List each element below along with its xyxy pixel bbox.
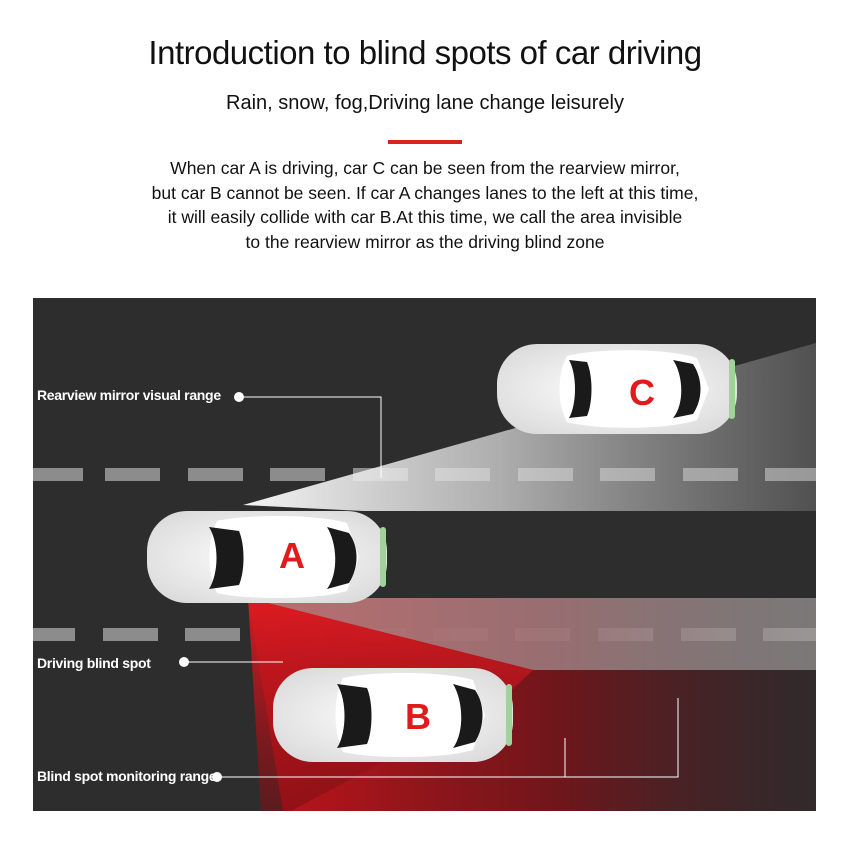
label-rearview-range: Rearview mirror visual range	[37, 387, 221, 403]
page-subtitle: Rain, snow, fog,Driving lane change leis…	[226, 92, 624, 114]
label-blind-spot: Driving blind spot	[37, 655, 151, 671]
description-line: When car A is driving, car C can be seen…	[170, 158, 680, 178]
car-a	[147, 511, 387, 603]
description-line: but car B cannot be seen. If car A chang…	[151, 182, 699, 203]
label-marker	[212, 772, 222, 782]
monitoring-upper-highlight	[248, 598, 816, 670]
car-c-letter: C	[629, 372, 655, 413]
car-c	[497, 344, 737, 434]
description-line: it will easily collide with car B.At thi…	[167, 207, 683, 227]
leader-lines	[188, 396, 679, 778]
title-divider	[388, 140, 462, 144]
label-marker	[234, 392, 244, 402]
label-monitoring-range: Blind spot monitoring range	[37, 768, 217, 784]
description-line: to the rearview mirror as the driving bl…	[245, 231, 605, 252]
road-scene	[33, 298, 816, 811]
label-marker	[179, 657, 189, 667]
blind-spot-diagram: Rearview mirror visual range Driving bli…	[33, 298, 816, 811]
car-b-letter: B	[405, 696, 431, 737]
description: When car A is driving, car C can be seen…	[100, 156, 750, 254]
car-b	[273, 668, 513, 762]
page-title: Introduction to blind spots of car drivi…	[148, 34, 702, 71]
car-a-letter: A	[279, 535, 305, 576]
